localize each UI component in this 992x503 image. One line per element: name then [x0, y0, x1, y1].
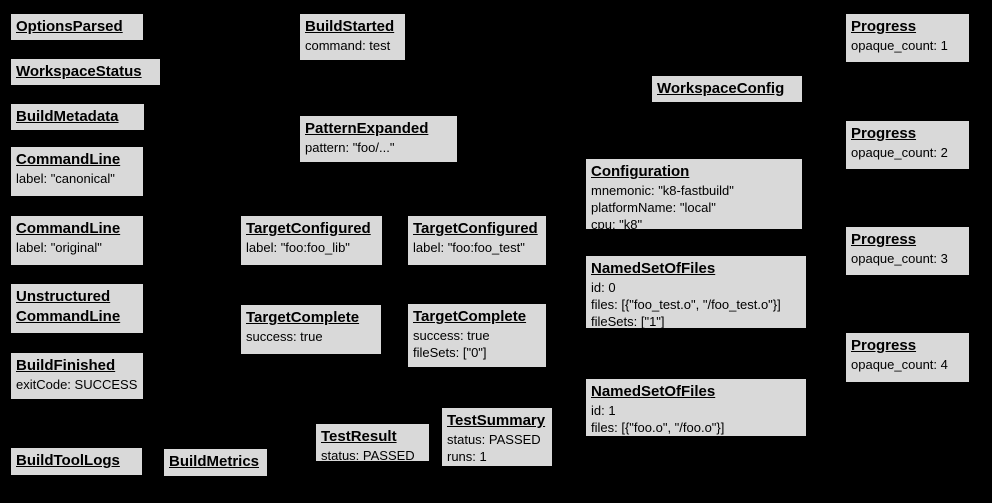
node-build-tool-logs: BuildToolLogs	[10, 447, 143, 476]
node-field: fileSets: ["0"]	[413, 345, 487, 360]
node-title: Unstructured	[16, 288, 111, 305]
node-test-summary: TestSummary status: PASSED runs: 1	[441, 407, 553, 467]
node-field: opaque_count: 3	[851, 251, 948, 266]
node-build-metrics: BuildMetrics	[163, 448, 268, 477]
node-field: files: [{"foo_test.o", "/foo_test.o"}]	[591, 297, 781, 312]
node-field: command: test	[305, 38, 391, 53]
node-build-started: BuildStarted command: test	[299, 13, 406, 61]
node-field: mnemonic: "k8-fastbuild"	[591, 183, 734, 198]
node-test-result: TestResult status: PASSED	[315, 423, 430, 462]
node-target-configured-lib: TargetConfigured label: "foo:foo_lib"	[240, 215, 383, 266]
node-build-metadata: BuildMetadata	[10, 103, 145, 131]
node-command-line-original: CommandLine label: "original"	[10, 215, 144, 266]
node-field: status: PASSED	[447, 432, 541, 447]
node-field: runs: 1	[447, 449, 487, 464]
node-title: TargetComplete	[246, 309, 360, 326]
node-title: Configuration	[591, 163, 690, 180]
node-field: files: [{"foo.o", "/foo.o"}]	[591, 420, 725, 435]
node-field: label: "foo:foo_lib"	[246, 240, 350, 255]
node-unstructured-command-line: Unstructured CommandLine	[10, 283, 144, 334]
node-configuration: Configuration mnemonic: "k8-fastbuild" p…	[585, 158, 803, 230]
node-title: BuildToolLogs	[16, 452, 120, 469]
node-options-parsed: OptionsParsed	[10, 13, 144, 41]
node-target-configured-test: TargetConfigured label: "foo:foo_test"	[407, 215, 547, 266]
node-field: success: true	[413, 328, 490, 343]
node-field: opaque_count: 1	[851, 38, 948, 53]
node-field: cpu: "k8"	[591, 217, 643, 230]
node-title: TargetConfigured	[246, 220, 371, 237]
node-title: CommandLine	[16, 151, 121, 168]
node-field: platformName: "local"	[591, 200, 716, 215]
node-field: success: true	[246, 329, 323, 344]
node-field: id: 0	[591, 280, 616, 295]
node-title: TargetConfigured	[413, 220, 538, 237]
node-target-complete-lib: TargetComplete success: true	[240, 304, 382, 355]
node-title: BuildMetrics	[169, 453, 260, 470]
node-title: WorkspaceStatus	[16, 63, 142, 80]
node-title: Progress	[851, 337, 917, 354]
node-title: Progress	[851, 18, 917, 35]
node-target-complete-test: TargetComplete success: true fileSets: […	[407, 303, 547, 368]
node-title: BuildStarted	[305, 18, 395, 35]
node-field: label: "original"	[16, 240, 102, 255]
node-pattern-expanded: PatternExpanded pattern: "foo/..."	[299, 115, 458, 163]
node-field: opaque_count: 2	[851, 145, 948, 160]
node-title: NamedSetOfFiles	[591, 383, 716, 400]
node-field: label: "canonical"	[16, 171, 115, 186]
node-progress-2: Progress opaque_count: 2	[845, 120, 970, 170]
node-field: exitCode: SUCCESS	[16, 377, 138, 392]
node-title: OptionsParsed	[16, 18, 123, 35]
node-field: label: "foo:foo_test"	[413, 240, 525, 255]
node-title: TargetComplete	[413, 308, 527, 325]
node-title: NamedSetOfFiles	[591, 260, 716, 277]
node-title: Progress	[851, 125, 917, 142]
node-title: TestResult	[321, 428, 397, 445]
node-title: Progress	[851, 231, 917, 248]
node-progress-3: Progress opaque_count: 3	[845, 226, 970, 276]
node-title: WorkspaceConfig	[657, 80, 785, 97]
node-build-finished: BuildFinished exitCode: SUCCESS	[10, 352, 144, 400]
node-progress-4: Progress opaque_count: 4	[845, 332, 970, 383]
node-field: status: PASSED	[321, 448, 415, 462]
node-command-line-canonical: CommandLine label: "canonical"	[10, 146, 144, 197]
node-field: fileSets: ["1"]	[591, 314, 665, 329]
node-workspace-config: WorkspaceConfig	[651, 75, 803, 103]
node-field: opaque_count: 4	[851, 357, 948, 372]
node-field: id: 1	[591, 403, 616, 418]
node-named-set-of-files-1: NamedSetOfFiles id: 1 files: [{"foo.o", …	[585, 378, 807, 437]
node-workspace-status: WorkspaceStatus	[10, 58, 161, 86]
node-title: CommandLine	[16, 308, 121, 325]
node-progress-1: Progress opaque_count: 1	[845, 13, 970, 63]
node-title: BuildMetadata	[16, 108, 119, 125]
node-title: CommandLine	[16, 220, 121, 237]
node-title: BuildFinished	[16, 357, 116, 374]
node-title: PatternExpanded	[305, 120, 429, 137]
node-named-set-of-files-0: NamedSetOfFiles id: 0 files: [{"foo_test…	[585, 255, 807, 329]
node-field: pattern: "foo/..."	[305, 140, 395, 155]
node-title: TestSummary	[447, 412, 546, 429]
